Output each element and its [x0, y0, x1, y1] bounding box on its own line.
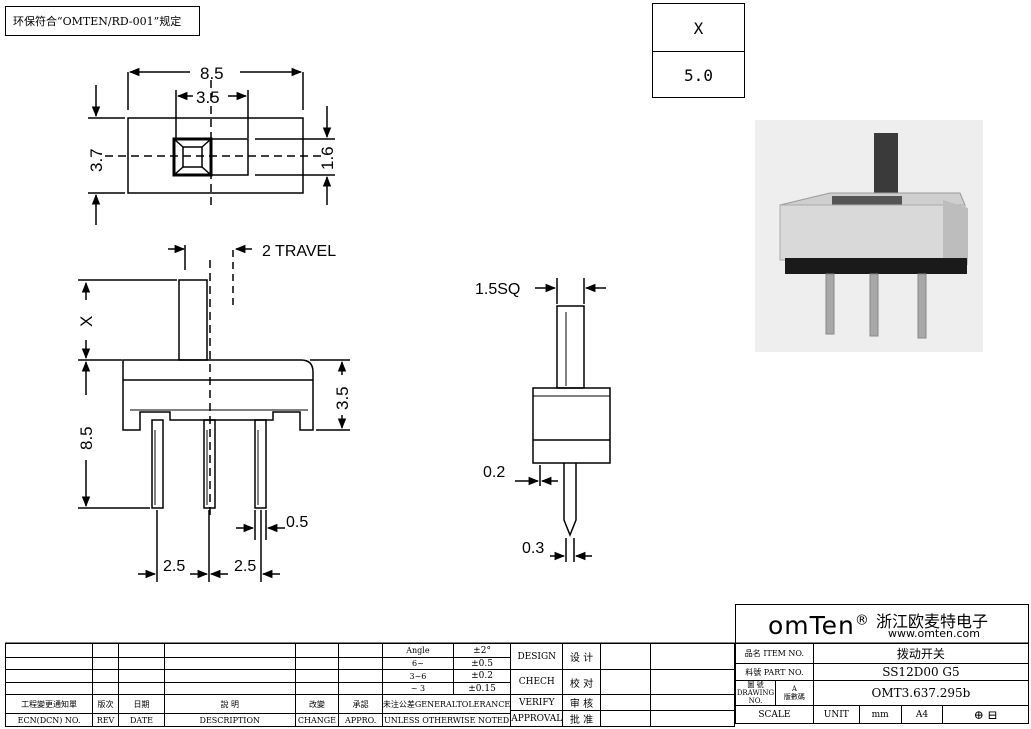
company-url: www.omten.com	[888, 627, 980, 640]
design-en: DESIGN	[510, 643, 564, 670]
drawing-value: OMT3.637.295b	[812, 680, 1030, 706]
product-photo	[755, 120, 983, 352]
size-value: A4	[900, 705, 944, 724]
drawing-ver-label: 版數碼	[783, 693, 805, 701]
dim-slot: 3.5	[196, 88, 220, 107]
company-name: 浙江欧麦特电子	[876, 612, 989, 631]
item-label: 品名 ITEM NO.	[735, 643, 814, 664]
tol-r2-val: ±0.2	[452, 669, 512, 683]
x-label: X	[653, 4, 744, 52]
dim-travel: 2 TRAVEL	[262, 243, 336, 260]
verify-en: VERIFY	[510, 694, 564, 711]
dim-body-upper: 3.5	[333, 386, 352, 410]
dim-pin-tip: 0.3	[522, 540, 544, 557]
ecn-en: ECN(DCN) NO.	[4, 713, 94, 727]
top-view	[88, 67, 335, 225]
tol-r3-label: ~ 3	[381, 682, 454, 695]
dim-pin-width: 0.5	[286, 514, 308, 531]
tol-r1-val: ±0.5	[452, 657, 512, 670]
approval-en: APPROVAL	[510, 710, 564, 727]
design-cn: 设 计	[562, 643, 601, 670]
revision-table: Angle ±2° DESIGN 设 计 6~ ±0.5 3~6 ±0.2 CH…	[4, 643, 736, 727]
dim-x: X	[77, 316, 96, 327]
dim-actuator-sq: 1.5SQ	[475, 281, 520, 298]
dim-width-total: 8.5	[200, 64, 224, 83]
dim-pitch-2: 2.5	[234, 558, 256, 575]
drawing-label: 圖 號 DRAWING NO.	[735, 680, 776, 706]
appro-en: APPRO.	[338, 713, 383, 727]
desc-cn: 說 明	[164, 693, 296, 715]
x-value-box: X 5.0	[652, 3, 745, 98]
ecn-cn: 工程變更通知單	[4, 693, 94, 715]
tol-angle-label: Angle	[381, 643, 454, 658]
dim-actuator: 1.6	[318, 146, 337, 170]
check-cn: 校 对	[562, 669, 601, 695]
change-en: CHANGE	[294, 713, 340, 727]
tol-r2-label: 3~6	[381, 669, 454, 683]
desc-en: DESCRIPTION	[164, 713, 296, 727]
tol-note-cn: 未注公差GENERALTOLERANCE	[381, 693, 512, 715]
x-value: 5.0	[684, 66, 713, 85]
side-view	[515, 278, 611, 562]
date-en: DATE	[117, 713, 166, 727]
check-en: CHECH	[510, 669, 564, 695]
drawing-ver-cell: A 版數碼	[774, 680, 814, 706]
tol-angle-val: ±2°	[452, 643, 512, 658]
tol-r3-val: ±0.15	[452, 682, 512, 695]
projection-symbol-icon: ⊕ ⊟	[942, 705, 1029, 724]
registered-mark: ®	[854, 612, 870, 629]
part-label: 料號 PART NO.	[735, 663, 814, 681]
dim-body-height: 8.5	[77, 426, 96, 450]
part-value: SS12D00 G5	[812, 663, 1030, 681]
brand-logo: omTen®	[768, 611, 870, 640]
front-view	[78, 244, 350, 582]
rev-en: REV	[92, 713, 119, 727]
drawing-ver: A	[791, 685, 797, 693]
dim-height: 3.7	[87, 148, 106, 172]
verify-cn: 审 核	[562, 694, 601, 711]
approval-cn: 批 准	[562, 710, 601, 727]
date-cn: 日期	[117, 693, 166, 715]
change-cn: 改變	[294, 693, 340, 715]
environmental-note: 环保符合“OMTEN/RD-001”规定	[5, 6, 200, 36]
tol-note-en: UNLESS OTHERWISE NOTED	[381, 713, 512, 727]
unit-value: mm	[858, 705, 902, 724]
appro-cn: 承認	[338, 693, 383, 715]
tol-r1-label: 6~	[381, 657, 454, 670]
title-block: 品名 ITEM NO. 拨动开关 料號 PART NO. SS12D00 G5 …	[735, 643, 1030, 724]
rev-cn: 版次	[92, 693, 119, 715]
scale-label: SCALE	[735, 705, 814, 724]
item-value: 拨动开关	[812, 643, 1030, 664]
company-logo-block: omTen® 浙江欧麦特电子 www.omten.com	[735, 604, 1029, 644]
unit-label: UNIT	[812, 705, 860, 724]
brand-name: omTen	[768, 611, 855, 640]
dim-pin-thick: 0.2	[483, 464, 505, 481]
dim-pitch-1: 2.5	[163, 558, 185, 575]
